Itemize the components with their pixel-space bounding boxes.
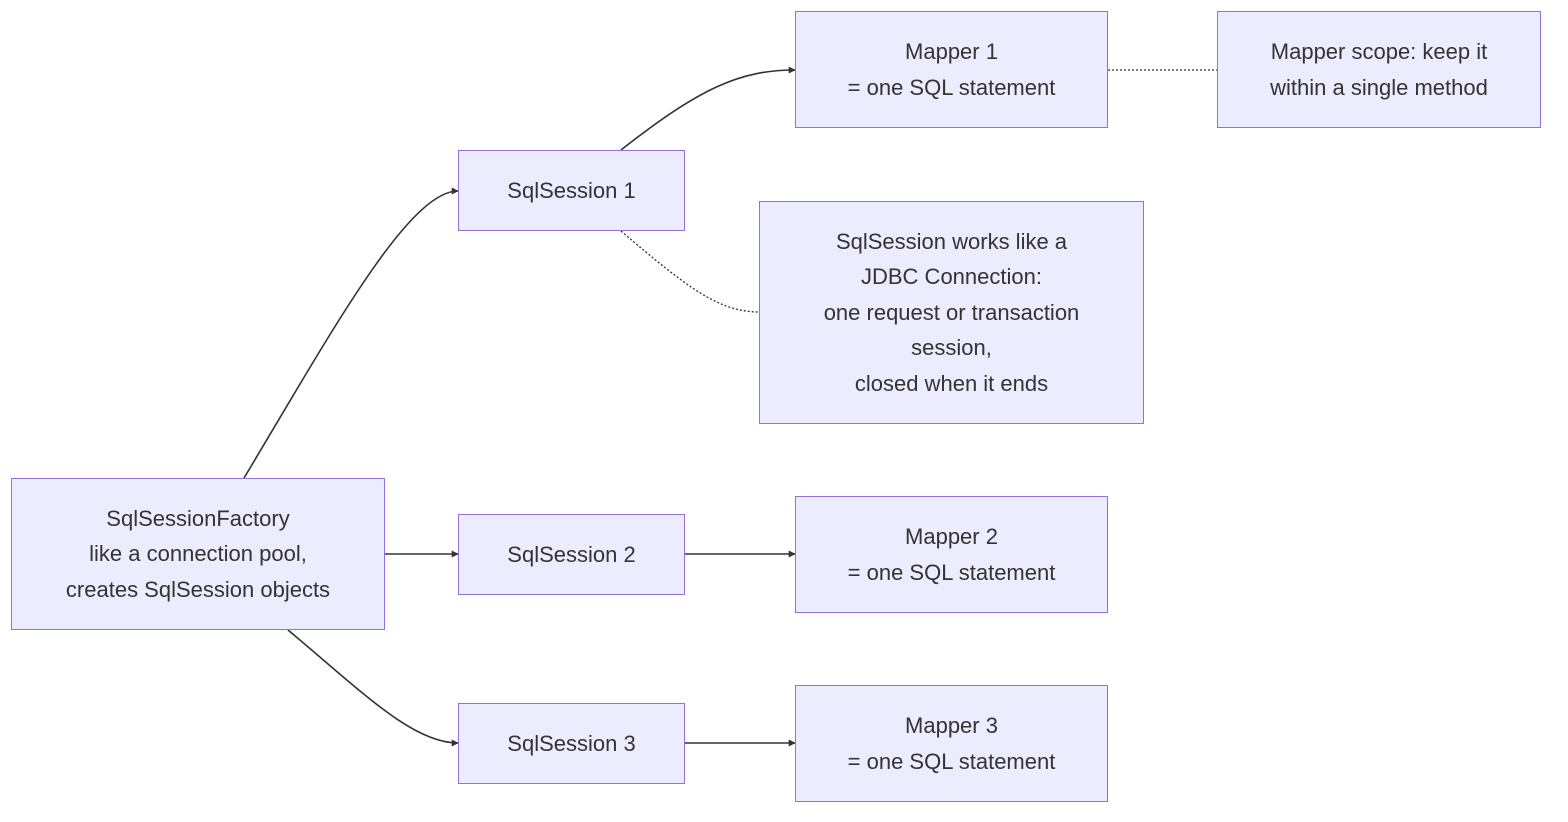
node-label: Mapper 1 = one SQL statement xyxy=(847,39,1056,100)
node-label: SqlSession 2 xyxy=(507,541,636,567)
node-label: Mapper 2 = one SQL statement xyxy=(847,524,1056,585)
node-label: SqlSession 3 xyxy=(507,730,636,756)
node-label: SqlSession 1 xyxy=(507,177,636,203)
sqlsession-2-node: SqlSession 2 xyxy=(458,514,685,595)
edge-factory-to-session1 xyxy=(243,187,459,479)
edge-session1-to-session-note xyxy=(620,230,761,313)
mapper-scope-note: Mapper scope: keep it within a single me… xyxy=(1217,11,1541,128)
mapper-3-node: Mapper 3 = one SQL statement xyxy=(795,685,1108,802)
sqlsession-scope-note: SqlSession works like a JDBC Connection:… xyxy=(759,201,1144,424)
edge-session1-to-mapper1 xyxy=(620,66,796,151)
edge-factory-to-session3 xyxy=(287,629,459,747)
sqlsession-1-node: SqlSession 1 xyxy=(458,150,685,231)
note-label: Mapper scope: keep it within a single me… xyxy=(1270,39,1488,100)
node-label: SqlSessionFactory like a connection pool… xyxy=(65,505,331,602)
note-label: SqlSession works like a JDBC Connection:… xyxy=(823,228,1080,396)
node-label: Mapper 3 = one SQL statement xyxy=(847,713,1056,774)
mapper-1-node: Mapper 1 = one SQL statement xyxy=(795,11,1108,128)
sqlsession-3-node: SqlSession 3 xyxy=(458,703,685,784)
sqlsessionfactory-node: SqlSessionFactory like a connection pool… xyxy=(11,478,385,630)
mapper-2-node: Mapper 2 = one SQL statement xyxy=(795,496,1108,613)
